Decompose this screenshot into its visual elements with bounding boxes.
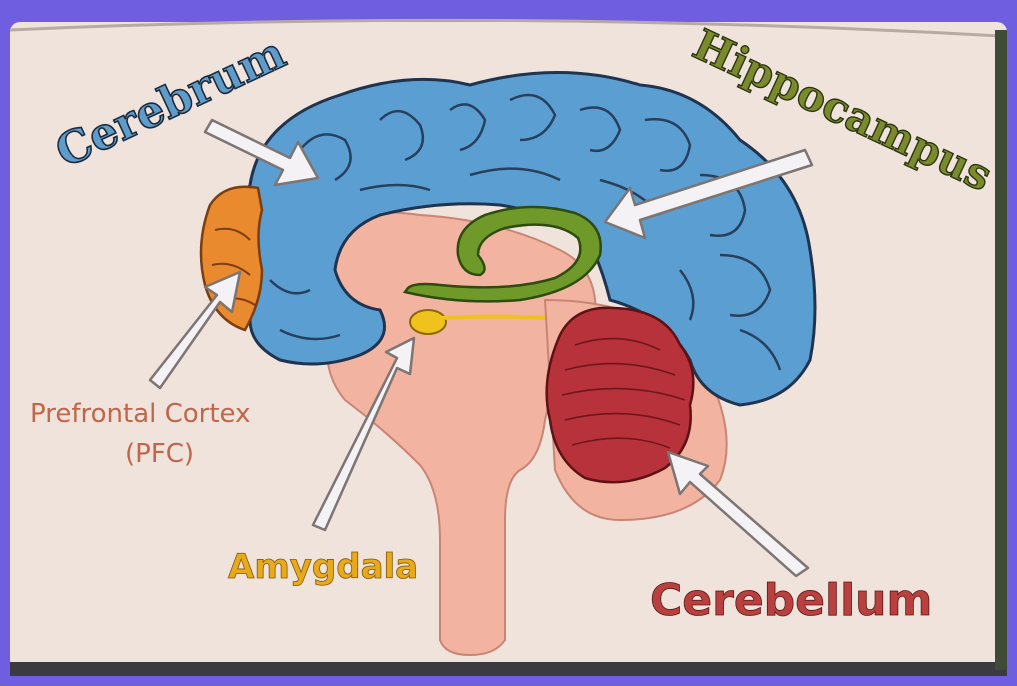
amygdala	[410, 310, 446, 334]
label-pfc-line2: (PFC)	[125, 439, 194, 469]
page-bottom-shadow	[10, 662, 1007, 676]
label-cerebellum: Cerebellum	[650, 575, 932, 626]
amygdala-stalk	[440, 317, 545, 319]
page-right-edge	[995, 30, 1007, 670]
label-amygdala: Amygdala	[228, 547, 418, 587]
label-pfc-line1: Prefrontal Cortex	[30, 399, 250, 429]
